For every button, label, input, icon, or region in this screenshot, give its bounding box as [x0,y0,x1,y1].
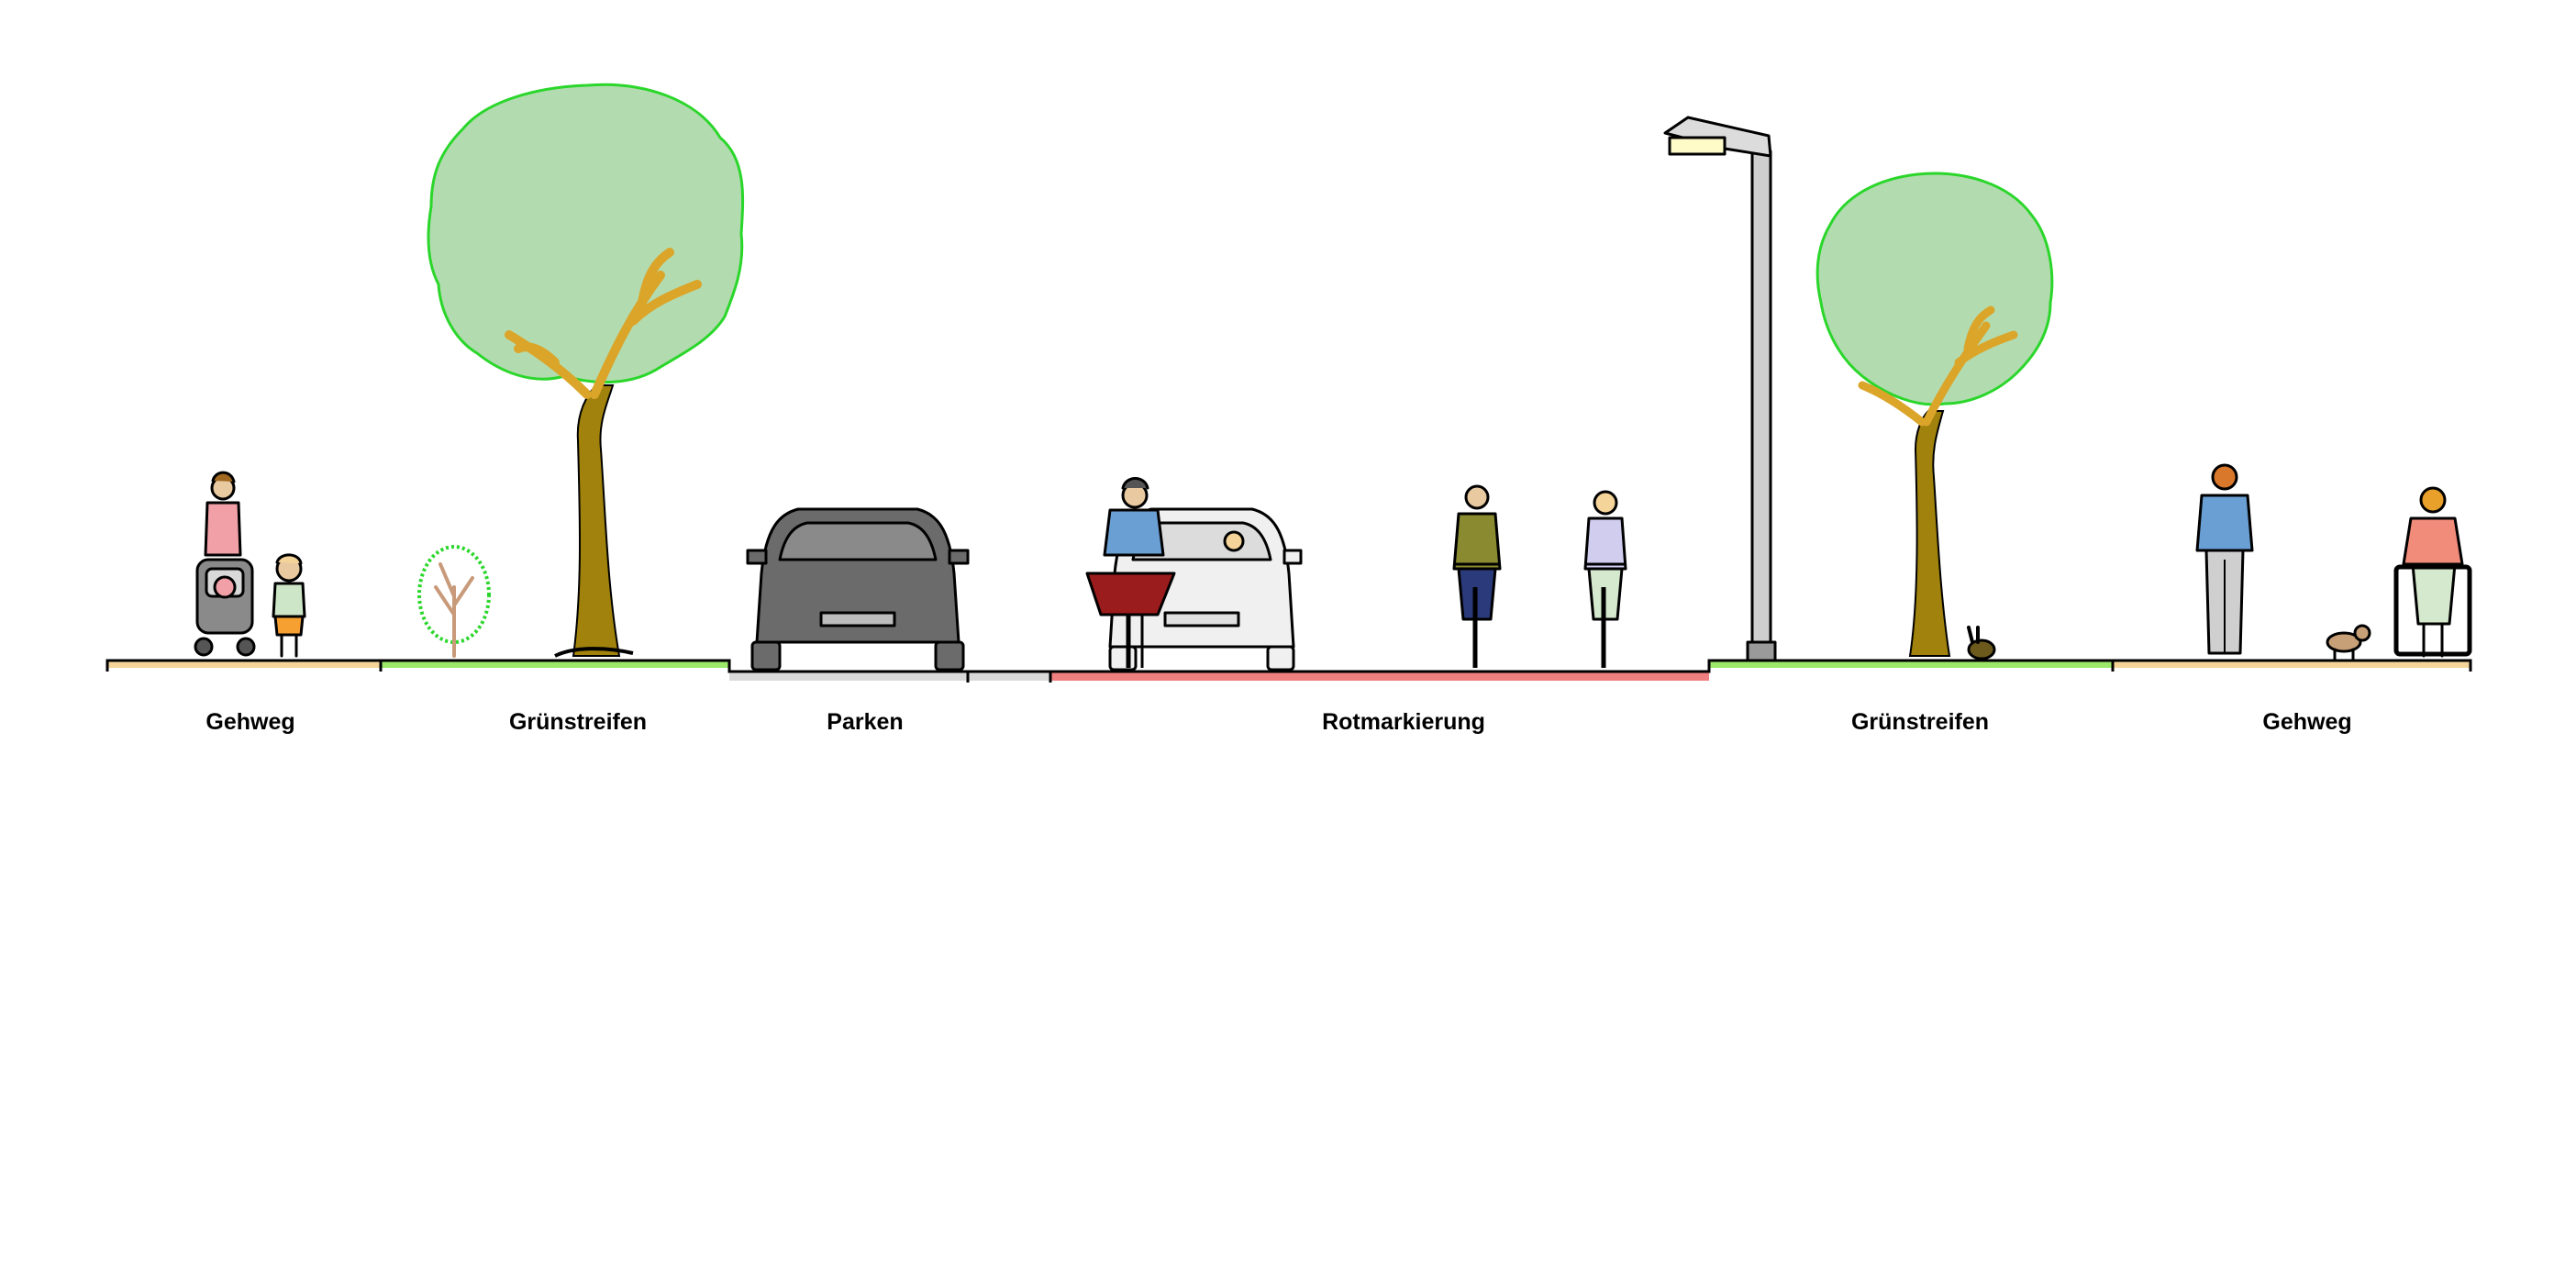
label-gehweg-left: Gehweg [205,709,294,735]
label-gehweg-right: Gehweg [2262,709,2351,735]
segment-gap-fill [968,672,1050,681]
stroller-icon [194,558,256,657]
label-gruenstreifen-right: Grünstreifen [1851,709,1989,735]
ground [105,659,2472,683]
label-gruenstreifen-left: Grünstreifen [509,709,647,735]
child-icon [272,553,306,658]
segment-gehweg-left-fill [107,661,381,668]
segment-gruenstreifen-left-fill [381,661,729,668]
segment-rotmarkierung-fill [1050,672,1709,681]
cyclist-icon [1452,484,1502,668]
segment-gehweg-right-fill [2113,661,2471,668]
walker-icon [2393,486,2472,658]
pedestrian-group-left [194,471,306,658]
segment-labels: Gehweg Grünstreifen Parken Rotmarkierung… [205,709,2351,735]
street-lamp-icon [1663,116,1777,662]
ground-shadow [554,647,634,658]
cargo-bike-icon [1085,477,1176,668]
tree-icon [1815,172,2054,657]
pedestrian-icon [204,471,242,557]
tree-branches [505,248,702,399]
segment-gruenstreifen-right-fill [1709,661,2113,668]
shrub-icon [417,545,491,658]
tree-branches [1858,305,2018,427]
ground-outline [105,659,2472,673]
tree-trunk [572,384,621,657]
dog-icon [2326,624,2371,661]
label-parken: Parken [827,709,903,735]
pedestrian-icon [2195,463,2254,655]
tree-icon [427,83,745,658]
parked-car-icon [746,507,970,672]
rabbit-icon [1967,626,1996,661]
tree-foliage [1815,172,2054,406]
segment-parken-fill [729,672,968,681]
tree-foliage [427,83,745,383]
tree-trunk [1908,410,1951,657]
label-rotmarkierung: Rotmarkierung [1322,709,1485,735]
cyclist-icon [1583,490,1627,668]
